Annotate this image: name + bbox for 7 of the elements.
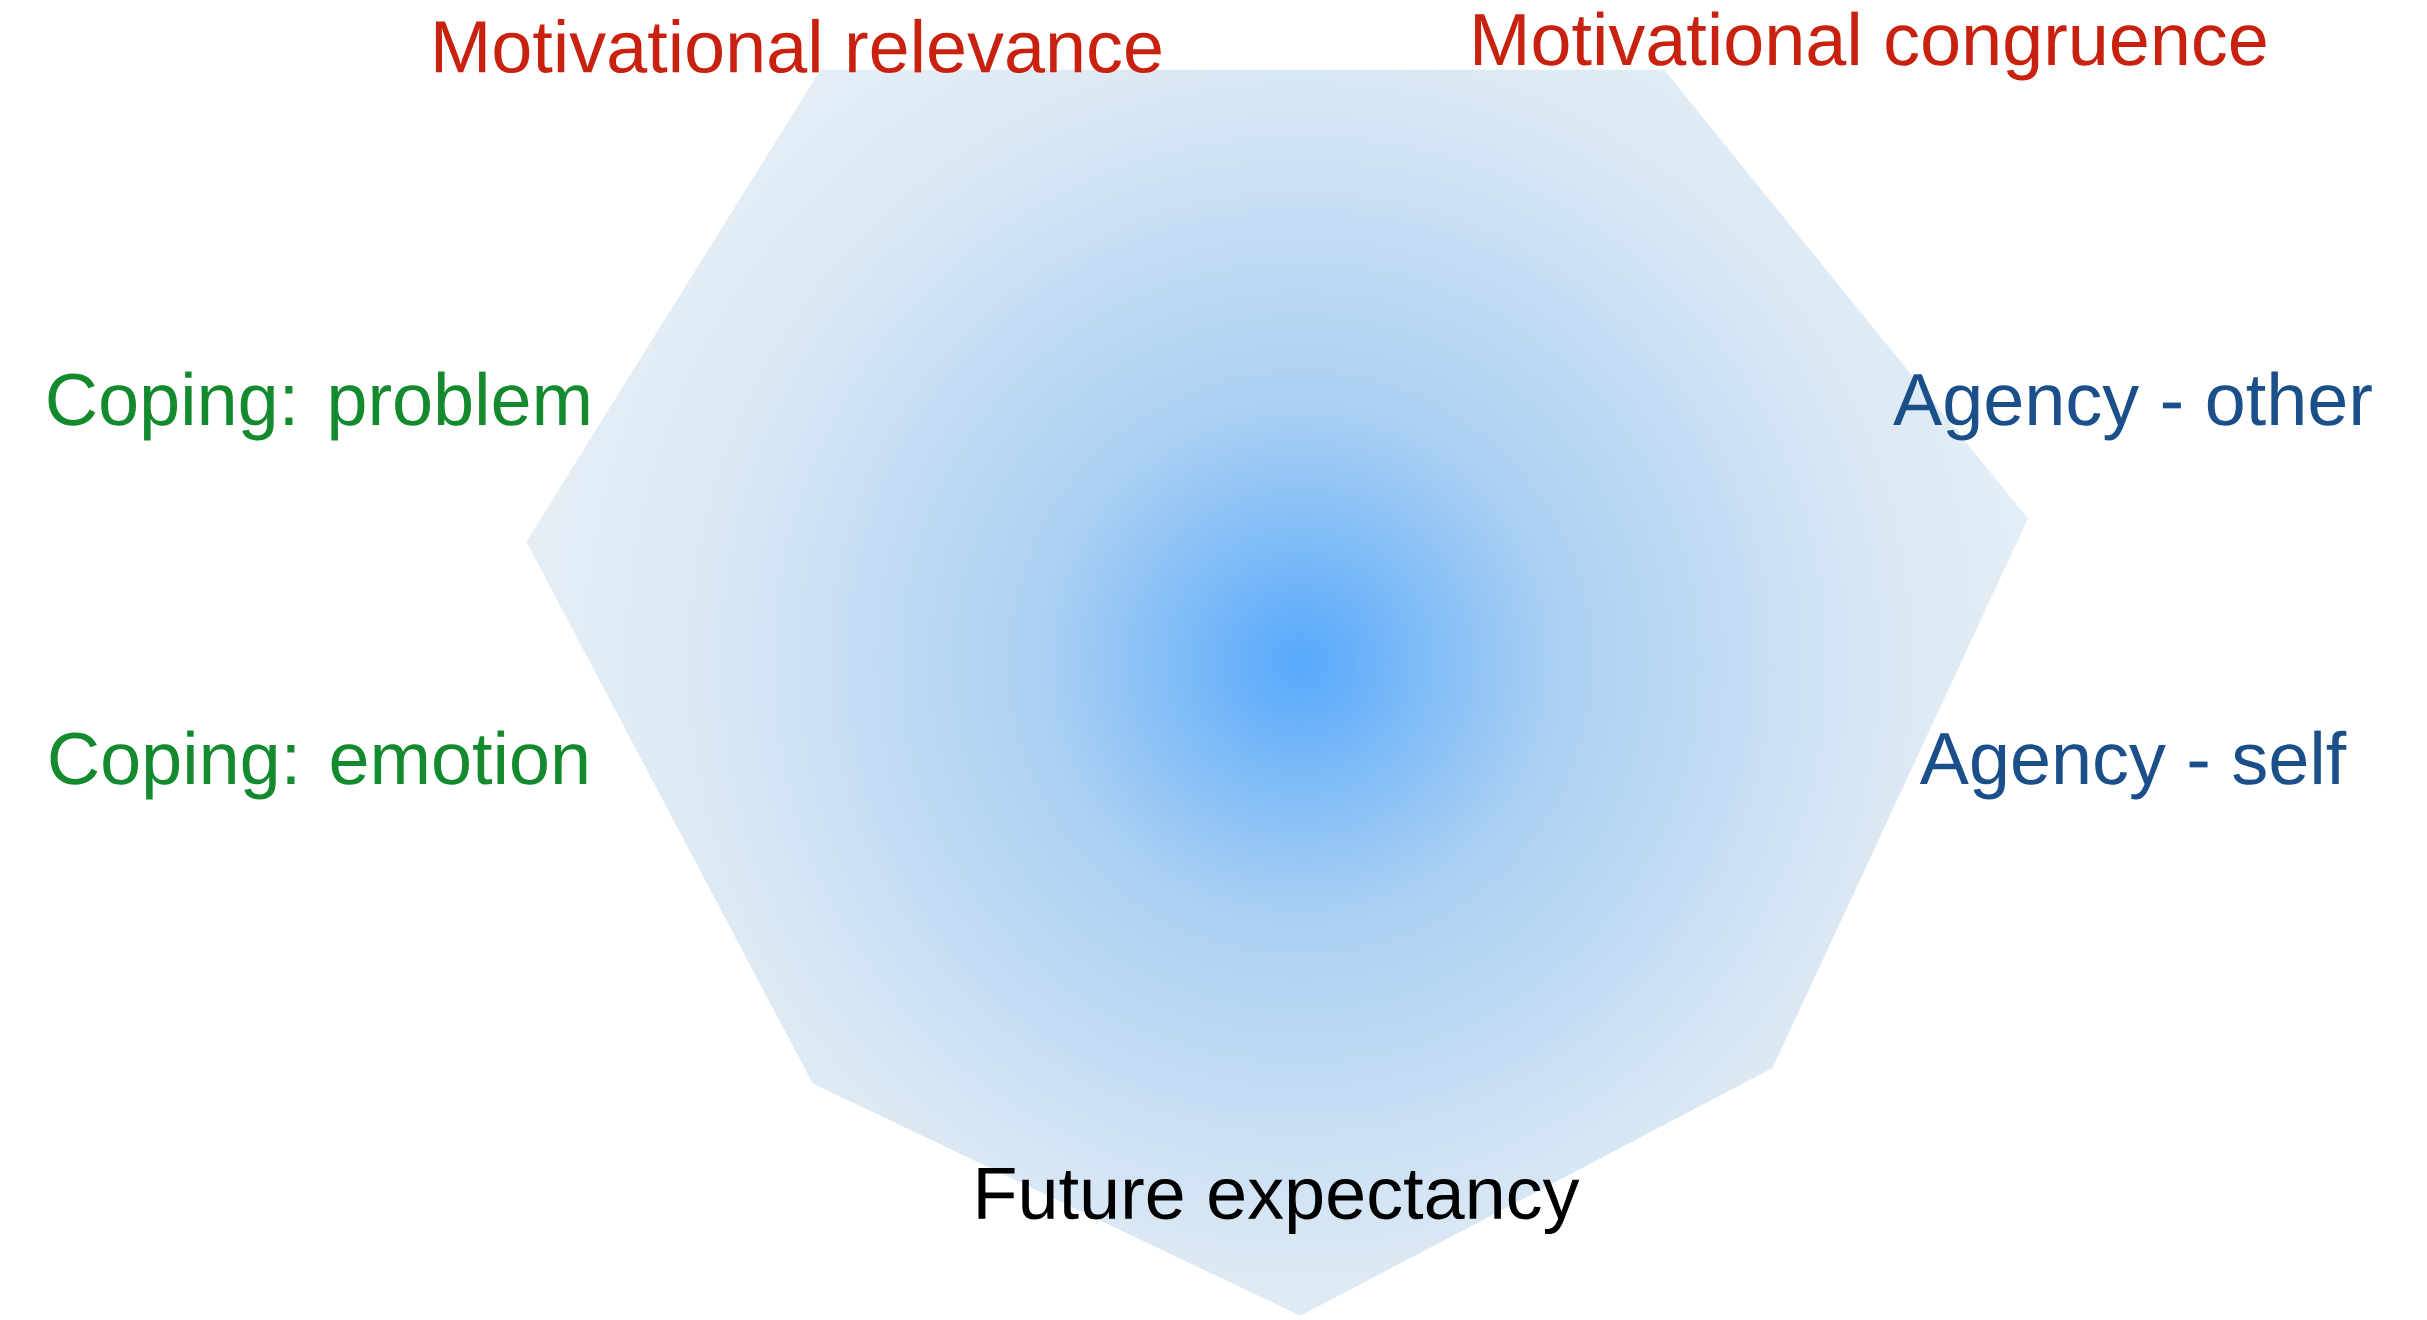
axis-label: Motivational congruence <box>1475 11 2266 81</box>
axis-label: Coping: problem <box>48 371 589 441</box>
axis-label: Future expectancy <box>978 1167 1580 1235</box>
axis-label: Coping: emotion <box>50 730 587 800</box>
axis-label: Motivational relevance <box>435 18 1161 74</box>
axis-label: Agency - self <box>1919 730 2347 800</box>
axis-label: Agency - other <box>1893 371 2372 441</box>
